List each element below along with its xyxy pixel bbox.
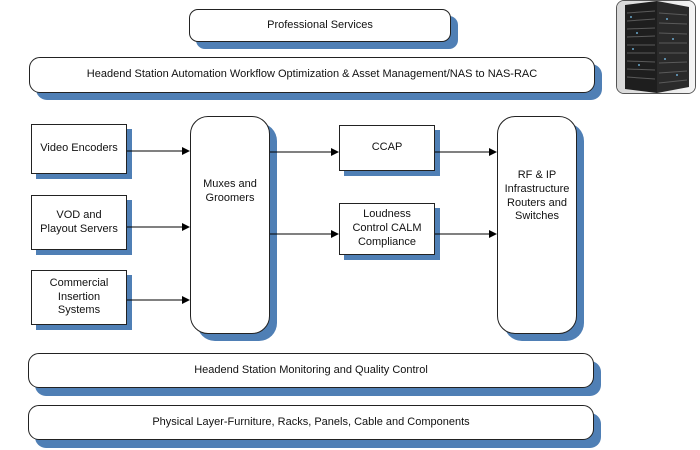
loudness-label: Loudness Control CALM Compliance — [352, 208, 422, 248]
commercial-insertion-box: Commercial Insertion Systems — [31, 270, 127, 325]
vod-servers-label: VOD and Playout Servers — [40, 208, 118, 235]
professional-services-label: Professional Services — [267, 18, 373, 31]
ccap-label: CCAP — [371, 141, 403, 154]
server-rack-icon — [616, 0, 696, 94]
video-encoders-label: Video Encoders — [40, 142, 118, 155]
automation-bar-label: Headend Station Automation Workflow Opti… — [86, 68, 538, 81]
ccap-box: CCAP — [339, 125, 435, 171]
physical-layer-label: Physical Layer-Furniture, Racks, Panels,… — [152, 415, 470, 428]
commercial-insertion-label: Commercial Insertion Systems — [49, 276, 109, 317]
vod-servers-box: VOD and Playout Servers — [31, 195, 127, 250]
professional-services-box: Professional Services — [189, 9, 451, 42]
muxes-groomers-label: Muxes and Groomers — [203, 178, 257, 204]
monitoring-bar-label: Headend Station Monitoring and Quality C… — [194, 363, 428, 376]
monitoring-bar: Headend Station Monitoring and Quality C… — [28, 353, 594, 388]
rf-ip-label: RF & IP Infrastructure Routers and Switc… — [504, 169, 570, 223]
physical-layer-bar: Physical Layer-Furniture, Racks, Panels,… — [28, 405, 594, 440]
loudness-box: Loudness Control CALM Compliance — [339, 203, 435, 255]
muxes-groomers-box: Muxes and Groomers — [190, 116, 270, 334]
automation-bar: Headend Station Automation Workflow Opti… — [29, 57, 595, 93]
video-encoders-box: Video Encoders — [31, 124, 127, 174]
rf-ip-box: RF & IP Infrastructure Routers and Switc… — [497, 116, 577, 334]
